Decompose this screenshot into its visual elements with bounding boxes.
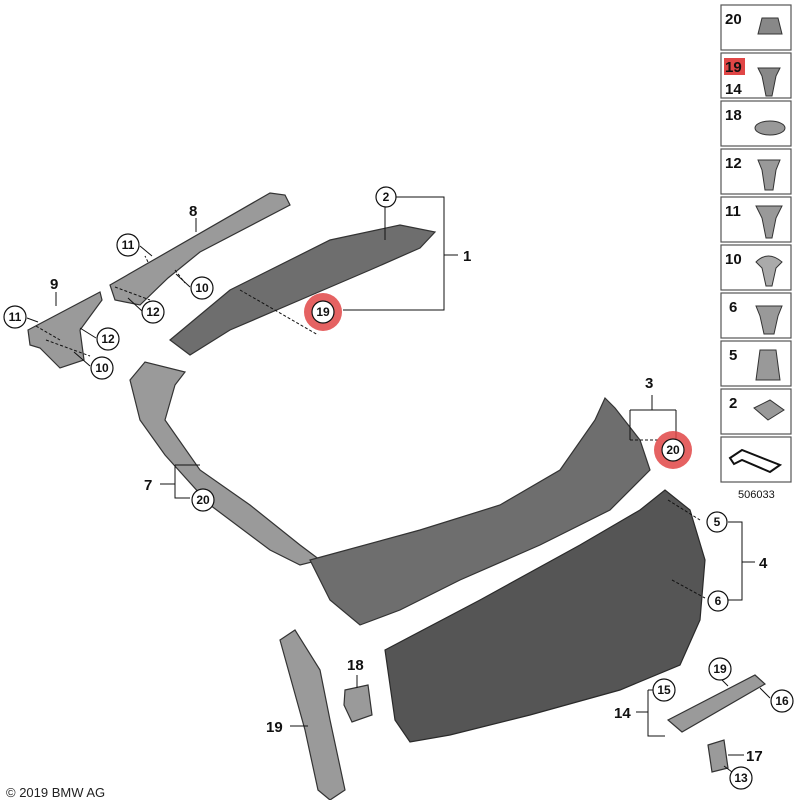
svg-text:10: 10 <box>95 361 109 375</box>
part-15-clip[interactable] <box>707 739 729 773</box>
part-4-tailgate-panel[interactable] <box>384 489 706 743</box>
sheet-nut-icon <box>753 399 785 421</box>
clip-icon <box>757 67 781 97</box>
legend-item-20[interactable]: 20 <box>720 4 792 51</box>
part-17-lower-trim[interactable] <box>279 629 346 800</box>
svg-text:19: 19 <box>316 305 330 319</box>
callout-19-part7: 20 <box>191 488 215 512</box>
callout-8: 8 <box>189 203 197 220</box>
svg-text:10: 10 <box>195 281 209 295</box>
callout-12-upper: 12 <box>141 300 165 324</box>
svg-text:20: 20 <box>666 443 680 457</box>
svg-text:20: 20 <box>725 11 742 28</box>
legend-navigation[interactable] <box>720 436 792 483</box>
svg-text:11: 11 <box>725 203 741 220</box>
callout-11-upper: 11 <box>116 233 140 257</box>
svg-text:12: 12 <box>725 155 742 172</box>
callout-19-part3: 20 <box>654 431 692 469</box>
legend-item-10[interactable]: 10 <box>720 244 792 291</box>
svg-text:10: 10 <box>725 251 742 268</box>
legend-item-19-14[interactable]: 19 14 <box>720 52 792 99</box>
legend-item-18[interactable]: 18 <box>720 100 792 147</box>
callout-17: 19 <box>266 719 283 736</box>
svg-text:16: 16 <box>775 694 789 708</box>
callout-20-bottom: 13 <box>729 766 753 790</box>
legend-item-12[interactable]: 12 <box>720 148 792 195</box>
callout-7: 7 <box>144 477 152 494</box>
svg-text:15: 15 <box>657 683 671 697</box>
spring-clip-icon <box>755 349 781 381</box>
callout-10-upper: 10 <box>190 276 214 300</box>
callout-18: 19 <box>708 657 732 681</box>
callout-15: 17 <box>746 748 763 765</box>
callout-16: 18 <box>347 657 364 674</box>
svg-text:12: 12 <box>101 332 115 346</box>
part-3-lower-trim[interactable] <box>309 396 660 626</box>
washer-icon <box>754 120 786 136</box>
callout-4: 4 <box>759 555 768 572</box>
svg-text:2: 2 <box>729 395 737 412</box>
callout-3: 3 <box>645 375 653 392</box>
svg-text:18: 18 <box>725 107 742 124</box>
callout-2: 2 <box>375 186 397 208</box>
part-7-side-trim[interactable] <box>129 361 322 566</box>
trim-clip-icon <box>755 305 783 335</box>
leader-lines <box>26 196 771 773</box>
legend-item-5[interactable]: 5 <box>720 340 792 387</box>
parts-legend: 20 19 14 18 12 11 <box>720 4 792 483</box>
callout-10-left: 10 <box>90 356 114 380</box>
svg-text:11: 11 <box>122 238 135 252</box>
screw-rivet-icon <box>755 205 783 239</box>
part-13-rail[interactable] <box>666 674 767 733</box>
svg-text:12: 12 <box>146 305 160 319</box>
svg-text:6: 6 <box>729 299 737 316</box>
callout-14: 15 <box>652 678 676 702</box>
arrow-icon <box>728 448 783 474</box>
svg-text:11: 11 <box>9 310 22 324</box>
svg-text:2: 2 <box>383 190 390 204</box>
svg-text:5: 5 <box>714 515 721 529</box>
callout-1: 1 <box>463 248 471 265</box>
part-8-trim-strip[interactable] <box>109 192 291 306</box>
callout-13: 14 <box>614 705 631 722</box>
part-16-clip-plate[interactable] <box>343 684 373 723</box>
legend-item-11[interactable]: 11 <box>720 196 792 243</box>
svg-text:13: 13 <box>734 771 748 785</box>
diagram-id: 506033 <box>738 489 775 501</box>
svg-text:20: 20 <box>196 493 210 507</box>
callout-12-left: 12 <box>96 327 120 351</box>
push-rivet-icon <box>757 159 781 191</box>
legend-item-2[interactable]: 2 <box>720 388 792 435</box>
svg-text:19: 19 <box>713 662 727 676</box>
expansion-clip-icon <box>755 255 783 287</box>
callout-19-part1: 19 <box>304 293 342 331</box>
nut-icon <box>757 17 783 35</box>
copyright: © 2019 BMW AG <box>6 785 105 800</box>
callout-6: 6 <box>707 590 729 612</box>
svg-text:5: 5 <box>729 347 737 364</box>
callout-20-right: 16 <box>770 689 794 713</box>
part-9-bracket[interactable] <box>27 291 103 369</box>
callout-5: 5 <box>706 511 728 533</box>
part-1-upper-trim[interactable] <box>169 200 437 356</box>
svg-text:14: 14 <box>725 81 742 98</box>
callout-9: 9 <box>50 276 58 293</box>
svg-text:6: 6 <box>715 594 722 608</box>
svg-text:19: 19 <box>725 59 742 76</box>
legend-item-6[interactable]: 6 <box>720 292 792 339</box>
callout-11-left: 11 <box>3 305 27 329</box>
